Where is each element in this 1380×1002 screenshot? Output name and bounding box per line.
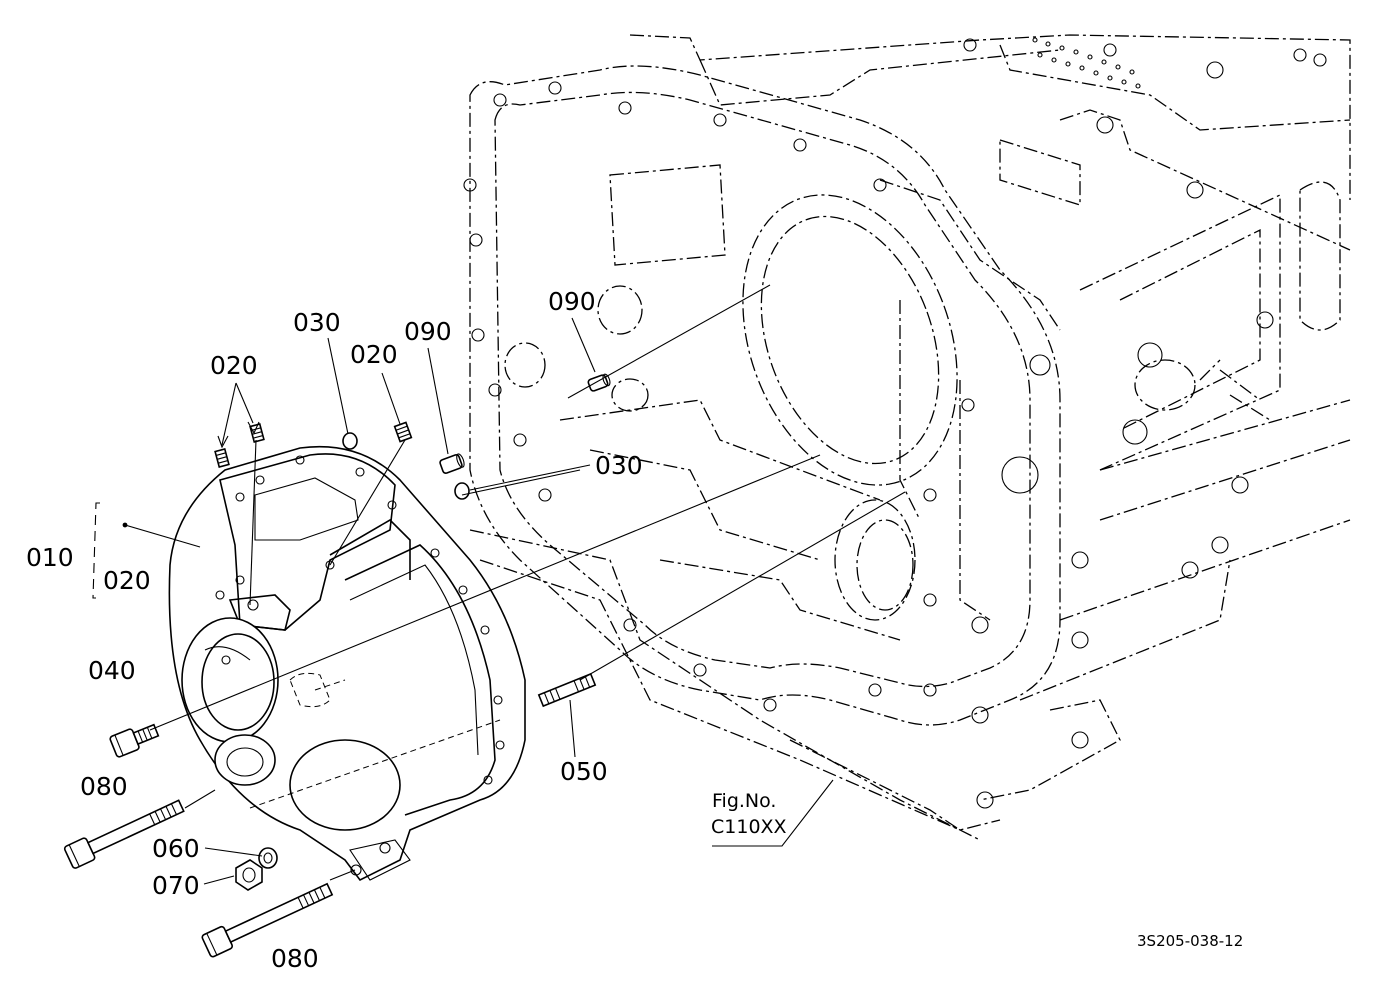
part-labels: 010 020 020 020 030 030 040 050 060 070 … [26, 287, 1243, 973]
part-080-bolts [63, 799, 334, 958]
clutch-housing-010 [168, 445, 526, 882]
label-020-screws: 020 [210, 351, 258, 380]
label-010-marker-dot [122, 522, 128, 528]
part-020-set-screws [214, 421, 413, 469]
part-030-o-rings [342, 432, 470, 500]
part-040-plug-bolt [109, 723, 160, 758]
label-070: 070 [152, 871, 200, 900]
label-030-upper: 030 [293, 308, 341, 337]
label-040: 040 [88, 656, 136, 685]
label-090-right: 090 [548, 287, 596, 316]
label-090-left: 090 [404, 317, 452, 346]
part-070-nut [235, 859, 263, 891]
figure-ref-line2: C110XX [711, 816, 787, 838]
figure-ref-line1: Fig.No. [712, 790, 776, 812]
label-050: 050 [560, 757, 608, 786]
label-030-lower: 030 [595, 451, 643, 480]
label-060: 060 [152, 834, 200, 863]
label-080-upper: 080 [80, 772, 128, 801]
label-020-kit: 020 [103, 566, 151, 595]
part-050-stud [537, 672, 597, 708]
drawing-code: 3S205-038-12 [1137, 932, 1243, 950]
assembly-center-lines [149, 284, 906, 881]
part-060-washer [258, 847, 278, 869]
transmission-case-phantom [463, 34, 1351, 841]
label-020-right: 020 [350, 340, 398, 369]
label-leaders [92, 317, 834, 885]
label-010: 010 [26, 543, 74, 572]
label-080-lower: 080 [271, 944, 319, 973]
